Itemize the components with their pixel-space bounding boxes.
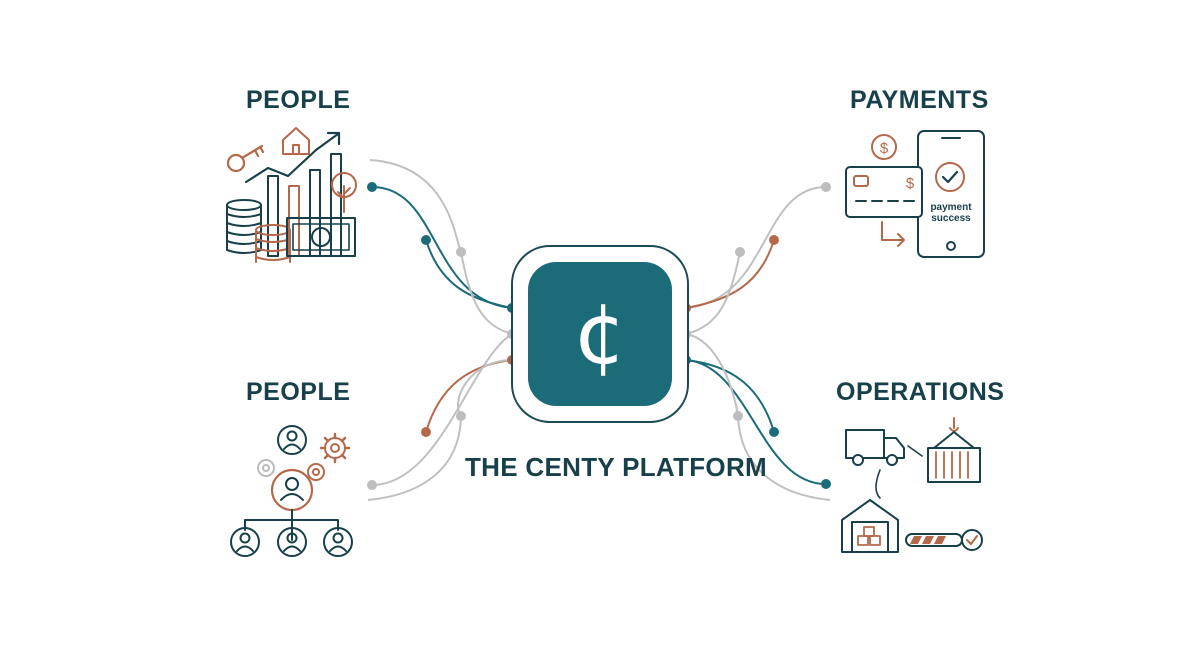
connector-people-bottom-gray-2 bbox=[367, 415, 462, 501]
dot bbox=[421, 235, 431, 245]
connector-people-top-teal-2 bbox=[425, 239, 513, 309]
connector-operations-gray bbox=[737, 415, 831, 501]
section-title-people-team: PEOPLE bbox=[246, 378, 351, 406]
connector-operations-teal bbox=[685, 359, 827, 485]
connector-payments-copper bbox=[685, 239, 775, 309]
card-dollar-icon: $ bbox=[906, 175, 915, 192]
connector-payments-gray bbox=[685, 186, 827, 309]
hub-tile bbox=[528, 262, 672, 406]
connector-people-top-gray-2 bbox=[460, 251, 513, 335]
connector-people-top-gray bbox=[369, 159, 462, 253]
section-title-operations: OPERATIONS bbox=[836, 378, 1005, 406]
payment-success-line2: success bbox=[931, 213, 971, 224]
dot bbox=[821, 479, 831, 489]
dot bbox=[735, 247, 745, 257]
dollar-sign-icon: $ bbox=[880, 140, 889, 157]
dot bbox=[367, 480, 377, 490]
dot bbox=[769, 235, 779, 245]
dot bbox=[456, 247, 466, 257]
dot bbox=[821, 182, 831, 192]
platform-title: THE CENTY PLATFORM bbox=[465, 452, 767, 482]
section-title-payments: PAYMENTS bbox=[850, 86, 989, 114]
centy-hub bbox=[511, 245, 689, 423]
connector-operations-gray-2 bbox=[685, 333, 739, 417]
cent-symbol-icon: ¢ bbox=[573, 285, 627, 383]
dot bbox=[769, 427, 779, 437]
dot bbox=[367, 182, 377, 192]
dot bbox=[733, 411, 743, 421]
connectors bbox=[367, 159, 831, 501]
connector-payments-gray-2 bbox=[685, 251, 741, 335]
payment-success-line1: payment bbox=[930, 202, 972, 213]
dot bbox=[421, 427, 431, 437]
connector-people-bottom-copper bbox=[425, 359, 513, 433]
connector-people-top-teal bbox=[371, 186, 513, 309]
connector-people-bottom-gray-3 bbox=[457, 359, 513, 417]
connector-operations-teal-2 bbox=[685, 359, 775, 433]
logistics-icon bbox=[841, 417, 983, 553]
org-chart-icon bbox=[230, 425, 353, 557]
mobile-payment-icon bbox=[845, 130, 985, 258]
dot bbox=[456, 411, 466, 421]
section-title-people: PEOPLE bbox=[246, 86, 351, 114]
connector-people-bottom-gray bbox=[371, 333, 513, 486]
finance-growth-icon bbox=[226, 127, 357, 263]
